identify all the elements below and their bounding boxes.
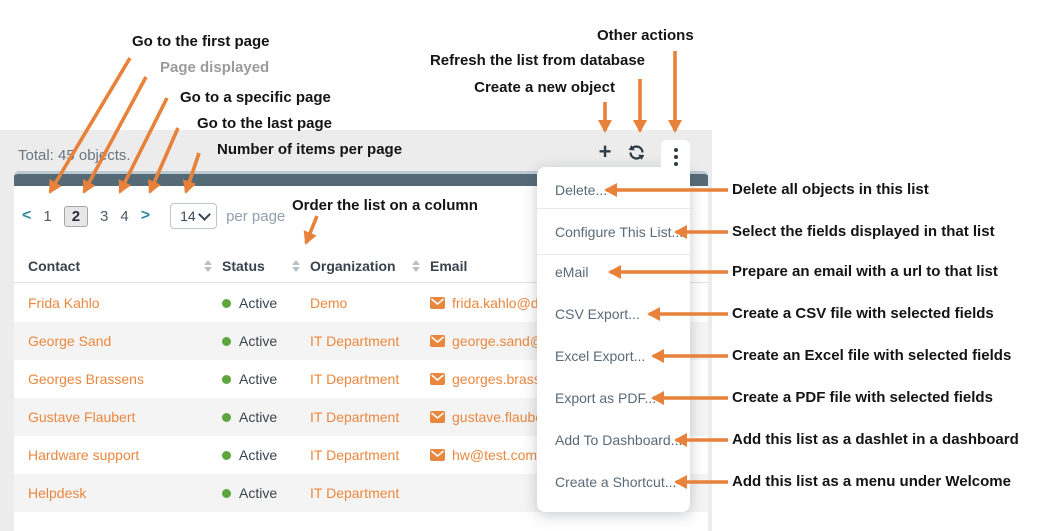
annotation-menu-note: Add this list as a menu under Welcome <box>732 473 1011 490</box>
email-icon <box>430 373 445 385</box>
sort-icon[interactable] <box>292 259 300 272</box>
status-cell: Active <box>222 333 310 349</box>
menu-item-export-as-pdf[interactable]: Export as PDF... <box>555 390 657 406</box>
page-number-1[interactable]: 1 <box>43 207 52 225</box>
annotation-create: Create a new object <box>474 79 615 96</box>
contact-link[interactable]: Helpdesk <box>28 485 87 501</box>
column-header-organization[interactable]: Organization <box>310 258 430 274</box>
annotation-go-first: Go to the first page <box>132 33 270 50</box>
status-cell: Active <box>222 371 310 387</box>
status-cell: Active <box>222 295 310 311</box>
menu-item-configure-this-list[interactable]: Configure This List... <box>555 224 684 240</box>
status-active-dot <box>222 298 231 308</box>
email-icon <box>430 449 445 461</box>
refresh-icon <box>628 145 645 160</box>
annotation-menu-note: Create an Excel file with selected field… <box>732 347 1012 364</box>
annotation-page-displayed: Page displayed <box>160 59 270 76</box>
organization-link[interactable]: IT Department <box>310 409 400 425</box>
column-header-status[interactable]: Status <box>222 258 310 274</box>
menu-item-delete[interactable]: Delete... <box>555 182 608 198</box>
column-header-email[interactable]: Email <box>430 257 468 274</box>
menu-item-email[interactable]: eMail <box>555 264 589 280</box>
table-row: Georges Brassens Active IT Department ge… <box>14 360 708 398</box>
column-header-contact[interactable]: Contact <box>28 258 222 274</box>
annotation-menu-note: Create a CSV file with selected fields <box>732 305 994 322</box>
per-page-label: per page <box>226 207 286 225</box>
contact-link[interactable]: Frida Kahlo <box>28 295 100 311</box>
annotation-menu-note: Select the fields displayed in that list <box>732 223 995 240</box>
contact-link[interactable]: Georges Brassens <box>28 371 144 387</box>
menu-item-csv-export[interactable]: CSV Export... <box>555 306 640 322</box>
first-page-button[interactable]: < <box>22 207 32 224</box>
email-icon <box>430 411 445 423</box>
organization-link[interactable]: Demo <box>310 295 348 311</box>
create-object-button[interactable]: + <box>594 139 616 165</box>
chevron-down-icon <box>198 207 211 221</box>
page-size-select[interactable]: 14 <box>170 203 218 229</box>
status-active-dot <box>222 488 231 498</box>
contact-link[interactable]: Hardware support <box>28 447 140 463</box>
table-row: Frida Kahlo Active Demo frida.kahlo@de <box>14 284 708 322</box>
organization-link[interactable]: IT Department <box>310 371 400 387</box>
contact-link[interactable]: Gustave Flaubert <box>28 409 136 425</box>
page-size-value: 14 <box>180 208 196 224</box>
email-link[interactable]: hw@test.com <box>430 447 708 463</box>
sort-icon[interactable] <box>412 259 420 272</box>
email-link[interactable]: gustave.flaube <box>430 409 708 425</box>
organization-link[interactable]: IT Department <box>310 485 400 501</box>
email-icon <box>430 335 445 347</box>
annotation-order-column: Order the list on a column <box>292 197 478 214</box>
menu-item-add-to-dashboard[interactable]: Add To Dashboard... <box>555 432 683 448</box>
email-link[interactable]: george.sand@i <box>430 333 708 349</box>
menu-item-create-a-shortcut[interactable]: Create a Shortcut... <box>555 474 677 490</box>
annotation-go-specific: Go to a specific page <box>180 89 331 106</box>
email-icon <box>430 297 445 309</box>
annotation-go-last: Go to the last page <box>197 115 333 132</box>
status-active-dot <box>222 336 231 346</box>
email-link[interactable]: georges.brasse <box>430 371 708 387</box>
annotation-other-actions: Other actions <box>597 27 694 44</box>
status-cell: Active <box>222 447 310 463</box>
organization-link[interactable]: IT Department <box>310 447 400 463</box>
sort-icon[interactable] <box>204 259 212 272</box>
page-number-2[interactable]: 2 <box>63 205 89 227</box>
page-number-3[interactable]: 3 <box>100 207 109 225</box>
organization-link[interactable]: IT Department <box>310 333 400 349</box>
status-cell: Active <box>222 485 310 501</box>
menu-item-excel-export[interactable]: Excel Export... <box>555 348 646 364</box>
annotation-menu-note: Prepare an email with a url to that list <box>732 263 998 280</box>
status-active-dot <box>222 412 231 422</box>
menu-separator <box>537 208 690 209</box>
email-link[interactable]: frida.kahlo@de <box>430 295 708 311</box>
annotation-menu-note: Create a PDF file with selected fields <box>732 389 993 406</box>
annotation-items-per-page: Number of items per page <box>217 141 403 158</box>
plus-icon: + <box>598 139 612 164</box>
status-active-dot <box>222 374 231 384</box>
kebab-icon <box>673 148 678 152</box>
annotation-menu-note: Delete all objects in this list <box>732 181 929 198</box>
table-row: Hardware support Active IT Department hw… <box>14 436 708 474</box>
status-cell: Active <box>222 409 310 425</box>
total-objects-label: Total: 45 objects. <box>18 147 131 164</box>
other-actions-button[interactable] <box>661 140 690 174</box>
last-page-button[interactable]: > <box>140 207 151 224</box>
refresh-button[interactable] <box>627 143 646 162</box>
status-active-dot <box>222 450 231 460</box>
annotation-menu-note: Add this list as a dashlet in a dashboar… <box>732 431 1019 448</box>
annotation-refresh: Refresh the list from database <box>429 52 645 69</box>
page-number-4[interactable]: 4 <box>120 207 129 225</box>
menu-separator <box>537 254 690 255</box>
contact-link[interactable]: George Sand <box>28 333 112 349</box>
